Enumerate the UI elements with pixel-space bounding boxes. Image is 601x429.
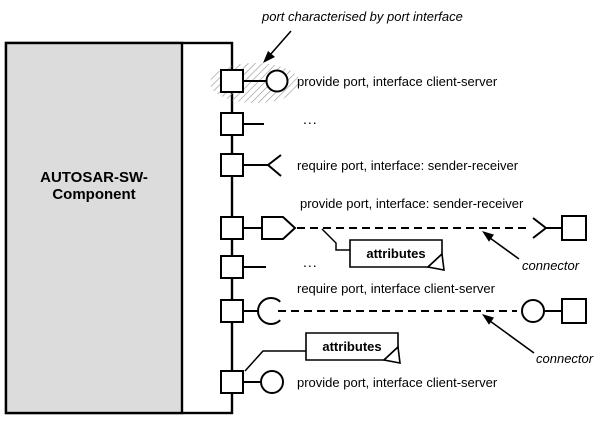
port-provide-client-server-1 [243,69,289,93]
component-title-line1: AUTOSAR-SW- [40,169,148,186]
port-label-7: provide port, interface client-server [297,375,498,390]
note2-leader-line [244,350,306,372]
remote-lollipop-icon [521,299,545,323]
sender-pentagon-icon [261,216,297,240]
connector-arrow-2 [482,314,535,354]
connector-label-2: connector [536,351,594,366]
port-square-6 [220,299,244,323]
component-title-line2: Component [52,186,136,203]
connector-label-1: connector [522,258,580,273]
note1-folded-corner-icon [426,252,445,271]
port-square-5 [220,255,244,279]
remote-provide-port-client-server [521,298,587,324]
port-label-3: require port, interface: sender-receiver [297,158,519,173]
port-provide-sender-receiver [243,216,297,240]
remote-component-square-2 [561,298,587,324]
port-label-5: ... [303,254,318,270]
interface-lollipop-icon [265,69,289,93]
autosar-component-box [4,41,184,415]
interface-lollipop-icon [260,370,284,394]
note1-leader-line [321,228,350,251]
connector-arrow-1 [482,231,520,260]
note2-label: attributes [322,339,382,354]
port-square-4 [220,216,244,240]
port-require-client-server [243,297,281,325]
port-label-6: require port, interface client-server [297,281,495,296]
note2-folded-corner-icon [382,345,401,364]
port-square-3 [220,153,244,177]
component-title: AUTOSAR-SW- Component [6,169,182,203]
annotation-arrow [263,30,292,63]
port-label-4: provide port, interface: sender-receiver [300,196,524,211]
port-require-sender-receiver [243,154,282,177]
port-provide-client-server-7 [243,370,284,394]
note1-label: attributes [366,246,426,261]
port-square-2 [220,112,244,136]
port-square-7 [220,370,244,394]
note2-box [305,332,401,364]
remote-component-square-1 [561,215,587,241]
remote-require-port-sender-receiver [532,215,587,241]
port-label-1: provide port, interface client-server [297,74,498,89]
interface-socket-icon [257,297,281,325]
port-label-2: ... [303,111,318,127]
port-interface-annotation: port characterised by port interface [262,9,463,24]
port-square-1 [220,69,244,93]
note1-box [349,239,445,271]
